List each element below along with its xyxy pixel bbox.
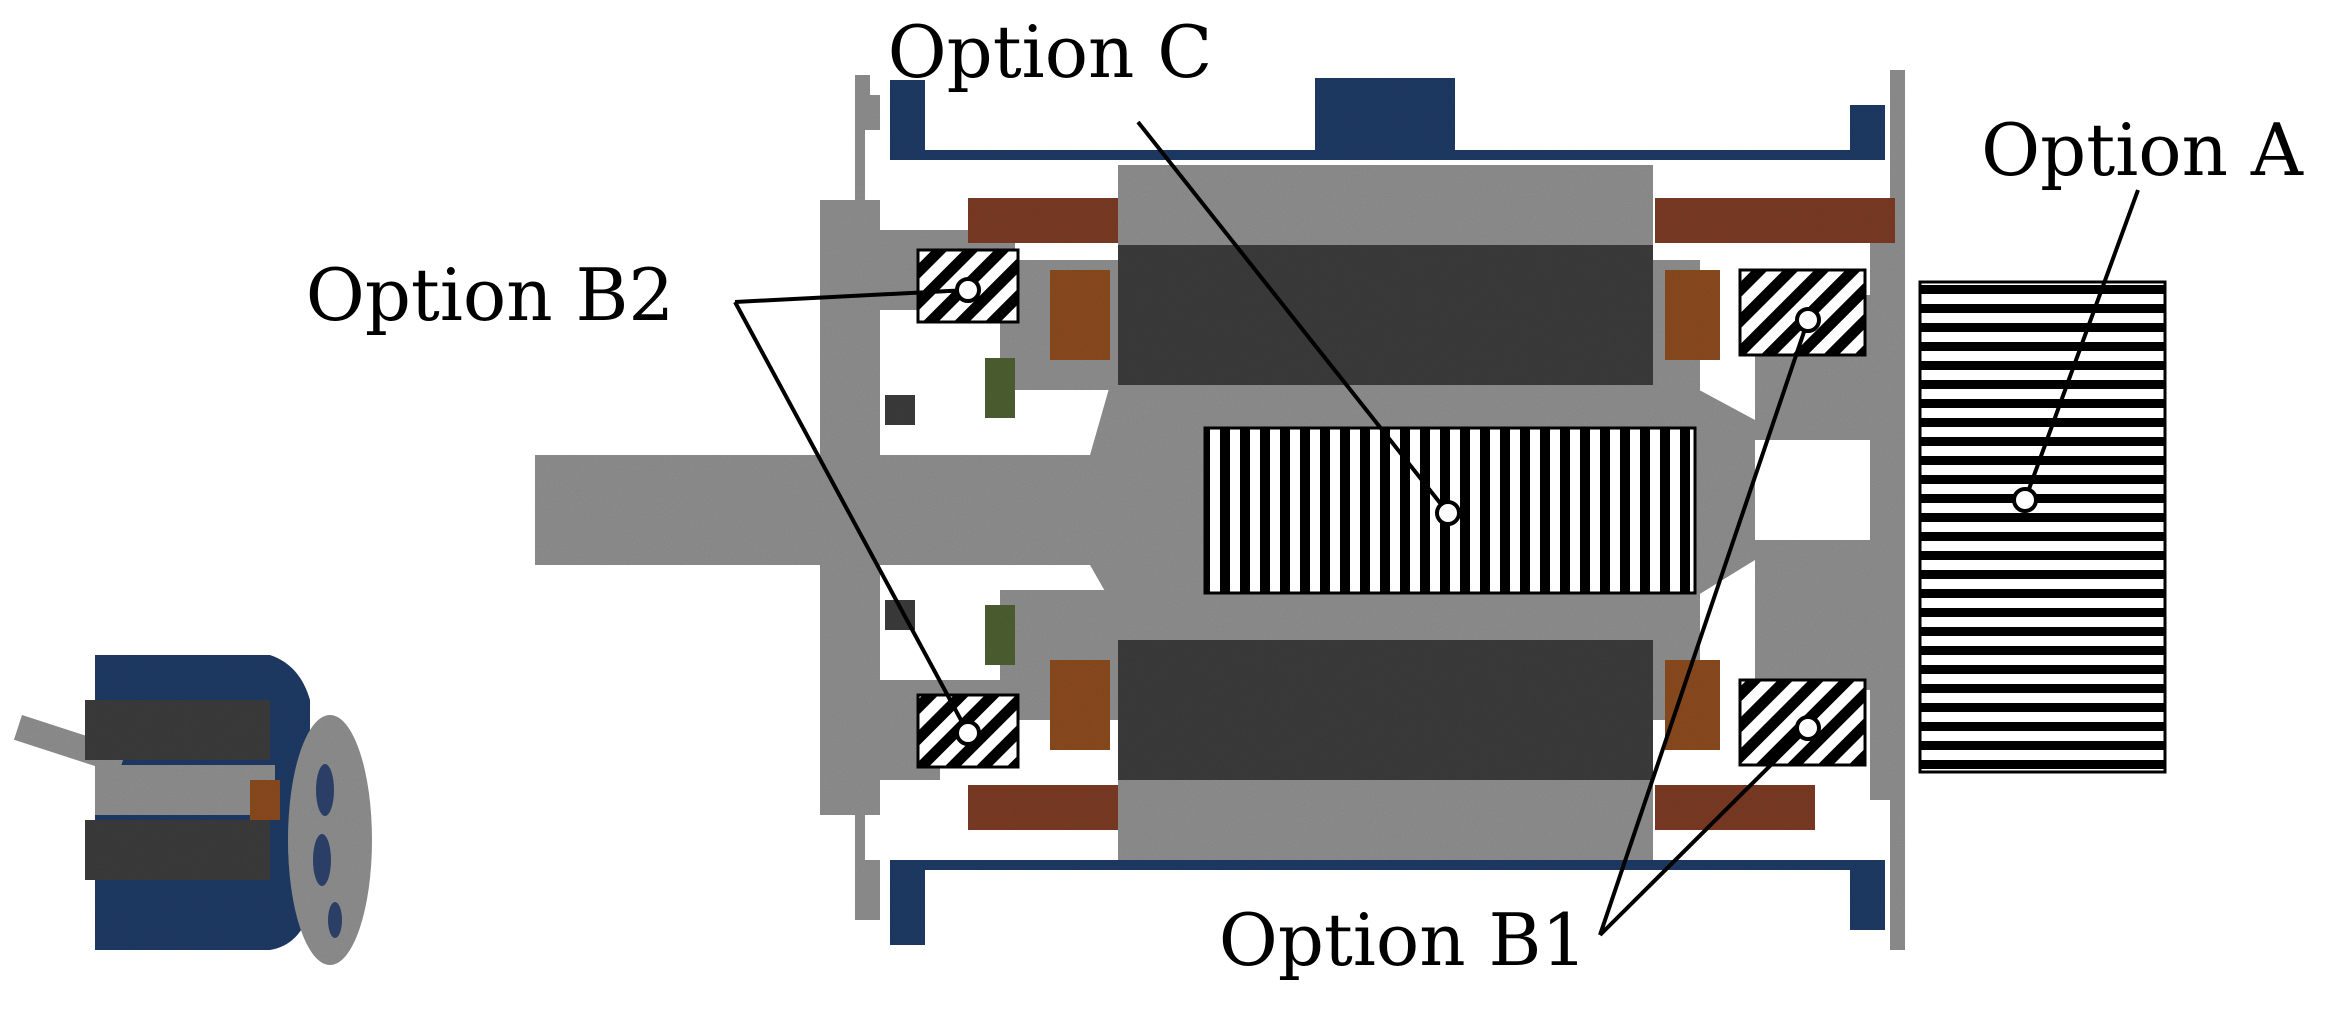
endpoint-b1-bottom [1795, 715, 1821, 741]
end-winding-bottom-right [1655, 785, 1815, 830]
thumb-endplate-hole-2 [313, 834, 331, 886]
leader-c [1136, 120, 1450, 515]
motor-cross-section [535, 70, 2167, 950]
fastener-top [885, 395, 915, 425]
leader-endpoints [955, 277, 2038, 746]
endpoint-b2-bottom [955, 720, 981, 746]
stator-core-bottom [1118, 640, 1653, 780]
leader-lines [733, 120, 2140, 937]
leader-b1-bottom [1598, 726, 1810, 937]
right-shield-boss-bottom [1755, 540, 1870, 690]
label-option-c: Option C [888, 10, 1213, 94]
winding-overhang-top-right [1665, 270, 1720, 360]
thumb-endplate-hole-3 [328, 902, 342, 938]
motor-3d-thumbnail [13, 655, 372, 965]
end-winding-bottom-left [968, 785, 1118, 830]
bearing-bottom [985, 605, 1015, 665]
thumb-rotor [95, 765, 275, 815]
stator-yoke-bottom [1118, 780, 1653, 860]
leader-b2-top [734, 288, 969, 304]
right-end-shield-plate [1870, 225, 1890, 800]
end-winding-top-left [968, 198, 1118, 243]
right-end-shield-rim [1890, 70, 1905, 950]
thumb-endplate [288, 715, 372, 965]
thumb-endplate-hole-1 [316, 764, 334, 816]
thumb-core-top [85, 700, 270, 760]
leader-b1-top [1598, 319, 1810, 936]
end-winding-top-right [1655, 198, 1895, 243]
endpoint-c [1435, 500, 1461, 526]
stator-core-top [1118, 245, 1653, 385]
winding-overhang-bottom-left [1050, 660, 1110, 750]
leader-b2-bottom [733, 301, 970, 734]
winding-overhang-bottom-right [1665, 660, 1720, 750]
label-option-a: Option A [1981, 108, 2304, 192]
endpoint-b1-top [1795, 307, 1821, 333]
thumb-core-bottom [85, 820, 270, 880]
bearing-top [985, 358, 1015, 418]
housing-bottom [890, 860, 1885, 945]
winding-overhang-top-left [1050, 270, 1110, 360]
endpoint-b2-top [955, 277, 981, 303]
stator-yoke-top [1118, 165, 1653, 245]
thumb-winding [250, 780, 280, 820]
label-option-b1: Option B1 [1219, 898, 1587, 982]
label-option-b2: Option B2 [306, 253, 674, 337]
option-a-heatsink [1918, 280, 2167, 774]
endpoint-a [2012, 487, 2038, 513]
leader-a [2023, 189, 2140, 501]
housing-top [890, 78, 1885, 160]
